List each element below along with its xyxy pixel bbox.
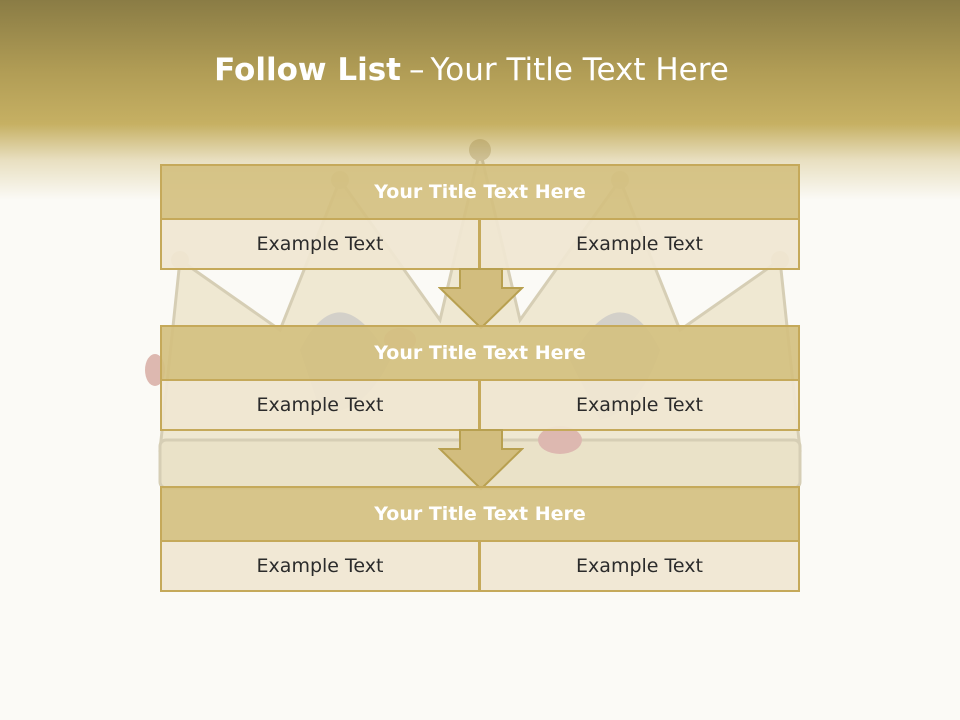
block-cell-left: Example Text xyxy=(160,381,480,431)
block-cell-right: Example Text xyxy=(480,381,800,431)
down-arrow-icon xyxy=(438,268,524,330)
block-title: Your Title Text Here xyxy=(160,164,800,220)
block-cell-left: Example Text xyxy=(160,220,480,270)
slide-title-bold: Follow List xyxy=(214,52,401,88)
block-cell-right: Example Text xyxy=(480,542,800,592)
slide-title-separator: – xyxy=(408,52,425,88)
block-2: Your Title Text Here Example Text Exampl… xyxy=(160,325,800,431)
slide-title: Follow List–Your Title Text Here xyxy=(0,52,943,88)
block-cell-left: Example Text xyxy=(160,542,480,592)
block-3: Your Title Text Here Example Text Exampl… xyxy=(160,486,800,592)
block-row: Example Text Example Text xyxy=(160,542,800,592)
down-arrow-icon xyxy=(438,429,524,491)
block-title: Your Title Text Here xyxy=(160,486,800,542)
block-row: Example Text Example Text xyxy=(160,220,800,270)
block-title: Your Title Text Here xyxy=(160,325,800,381)
slide-title-rest: Your Title Text Here xyxy=(430,52,729,88)
block-1: Your Title Text Here Example Text Exampl… xyxy=(160,164,800,270)
block-row: Example Text Example Text xyxy=(160,381,800,431)
block-cell-right: Example Text xyxy=(480,220,800,270)
